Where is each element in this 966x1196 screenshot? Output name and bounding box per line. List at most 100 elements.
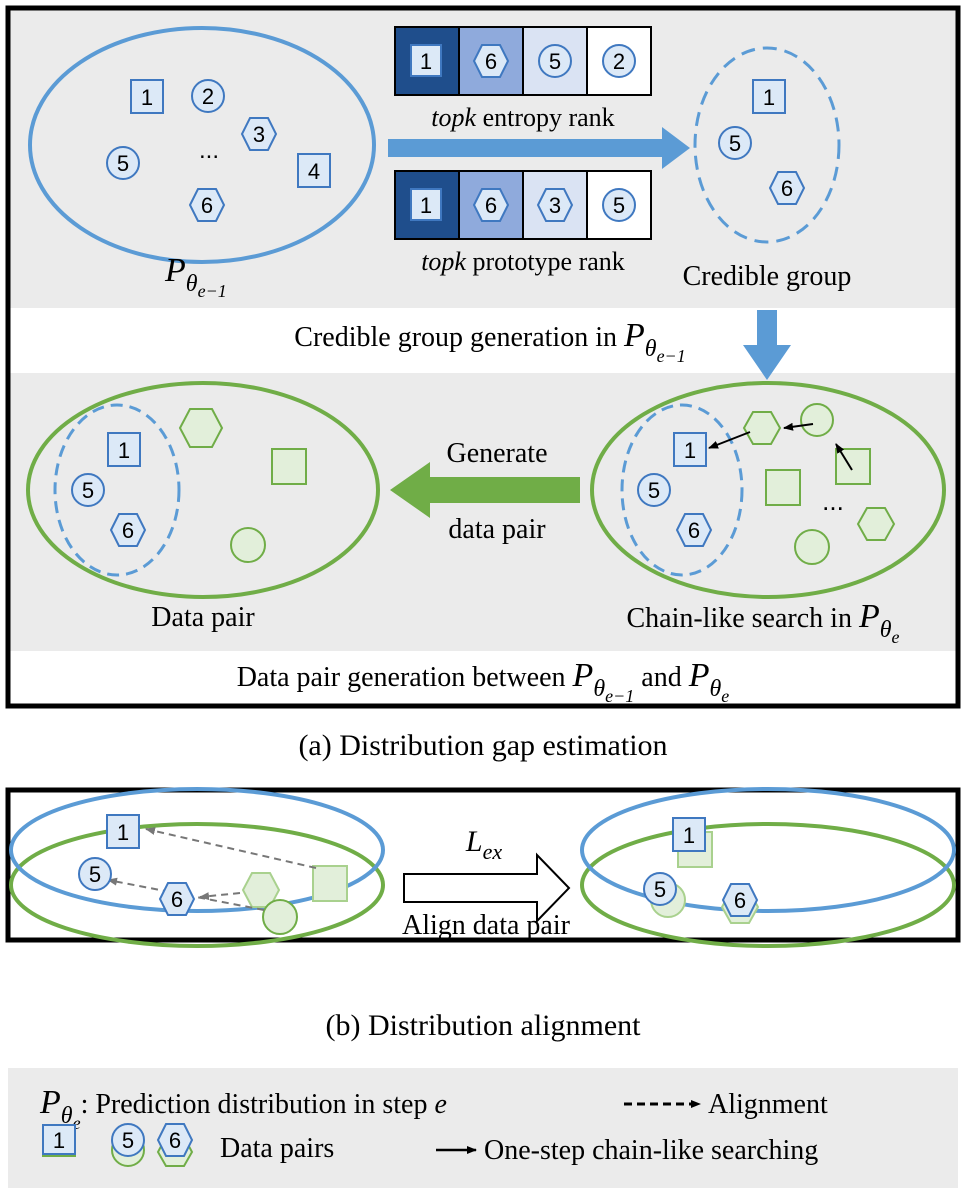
align-data-pair-label: Align data pair [402,910,571,941]
credible-group-ellipse [693,46,841,244]
prev-dist-label: Pθe−1 [164,252,227,301]
credible-item-5: 5 [718,126,752,160]
svg-text:3: 3 [549,193,561,218]
left-item-1: 1 [106,814,140,849]
prototype-rank-4: 5 [602,188,636,222]
svg-text:6: 6 [781,176,793,201]
svg-text:6: 6 [485,49,497,74]
chain-item-5: 5 [637,473,671,507]
green-hexagon-shape [178,408,224,448]
chain-credible-ellipse [620,403,744,577]
green-square-shape [271,448,307,485]
row2-caption: Data pair generation between Pθe−1 and P… [237,657,730,706]
legend-pair-1: 1 [42,1124,76,1157]
chain-green-circle-1 [800,403,834,437]
right-item-6: 6 [721,883,759,917]
generate-label: Generate [446,438,547,469]
credible-item-1: 1 [752,79,786,114]
prev-dist-item-2: 2 [191,79,225,113]
down-arrow [743,310,791,380]
prev-dist-item-4: 4 [297,153,331,188]
generate-data-pair-arrow [390,462,580,518]
svg-text:1: 1 [53,1128,65,1153]
chain-search-ellipse [590,381,946,599]
align-hollow-arrow [403,852,571,924]
loss-label: Lex [465,825,502,864]
prev-dist-item-1: 1 [130,79,164,114]
svg-text:6: 6 [688,518,700,543]
svg-text:1: 1 [763,85,775,110]
legend: Pθe: Prediction distribution in step e A… [8,1068,958,1188]
chain-search-label: Chain-like search in Pθe [626,598,899,647]
entropy-rank-2: 6 [472,44,510,78]
left-item-6: 6 [158,882,196,916]
chain-green-square-1 [835,448,871,485]
prototype-rank-2: 6 [472,188,510,222]
svg-text:5: 5 [613,193,625,218]
left-faded-square [312,865,348,902]
svg-text:6: 6 [122,518,134,543]
svg-text:5: 5 [549,49,561,74]
align-arrow-circle [107,877,265,911]
prev-dist-item-6: 6 [188,188,226,222]
align-arrow-hexagon [199,892,241,901]
svg-text:6: 6 [169,1128,181,1153]
svg-text:5: 5 [89,862,101,887]
chain-item-1: 1 [673,432,707,467]
svg-text:5: 5 [729,131,741,156]
svg-text:1: 1 [141,85,153,110]
svg-text:5: 5 [648,478,660,503]
panel-b: 1 5 6 Lex Align data pair 1 5 6 [5,787,961,948]
svg-text:4: 4 [308,159,320,184]
chain-arrow-1 [835,443,853,471]
right-item-5: 5 [643,872,677,906]
svg-text:1: 1 [117,820,129,845]
panel-a: 1 2 3 4 5 6 ... Pθe−1 [5,5,961,709]
svg-text:1: 1 [420,49,432,74]
entropy-rank-3: 5 [538,44,572,78]
data-pair-arrow-label: data pair [448,514,546,545]
row1-caption: Credible group generation in Pθe−1 [294,317,685,366]
chain-green-circle-2 [794,529,830,565]
chain-green-hexagon-2 [856,507,896,541]
prev-dist-item-5: 5 [106,146,140,180]
svg-text:1: 1 [684,438,696,463]
svg-text:1: 1 [420,193,432,218]
credible-generation-arrow [388,127,690,169]
left-item-5: 5 [78,857,112,891]
prev-distribution-ellipse [28,26,376,264]
right-green-ellipse [580,822,956,948]
chain-green-square-2 [765,469,801,506]
chain-green-hexagon-1 [742,411,782,445]
data-pair-item-1: 1 [107,432,141,467]
chain-arrow-3 [708,431,751,449]
legend-prediction-text: Pθe: Prediction distribution in step e [39,1084,447,1133]
chain-ellipsis: ... [822,486,844,516]
legend-data-pairs-text: Data pairs [220,1133,334,1164]
svg-text:5: 5 [654,877,666,902]
legend-pair-5: 5 [111,1123,145,1167]
svg-text:6: 6 [171,887,183,912]
data-pair-ellipse [26,381,380,599]
topk-entropy-rank-bar: 1 6 5 2 [394,26,652,96]
svg-text:2: 2 [613,49,625,74]
left-green-ellipse [9,822,385,948]
svg-text:6: 6 [734,888,746,913]
left-green-circle [262,899,298,935]
data-pair-label: Data pair [151,602,255,633]
topk-prototype-label: topk prototype rank [421,247,625,276]
svg-text:1: 1 [118,438,130,463]
chain-item-6: 6 [675,513,713,547]
credible-group-label: Credible group [683,261,852,292]
right-item-1: 1 [672,817,706,852]
svg-text:5: 5 [82,478,94,503]
left-blue-ellipse [9,787,385,913]
credible-item-6: 6 [768,171,806,205]
prototype-rank-3: 3 [536,188,574,222]
svg-text:6: 6 [485,193,497,218]
topk-prototype-rank-bar: 1 6 3 5 [394,170,652,240]
svg-text:1: 1 [683,823,695,848]
data-pair-credible-ellipse [53,403,181,577]
legend-chain-text: One-step chain-like searching [484,1135,818,1166]
panel-a-border [5,5,961,709]
